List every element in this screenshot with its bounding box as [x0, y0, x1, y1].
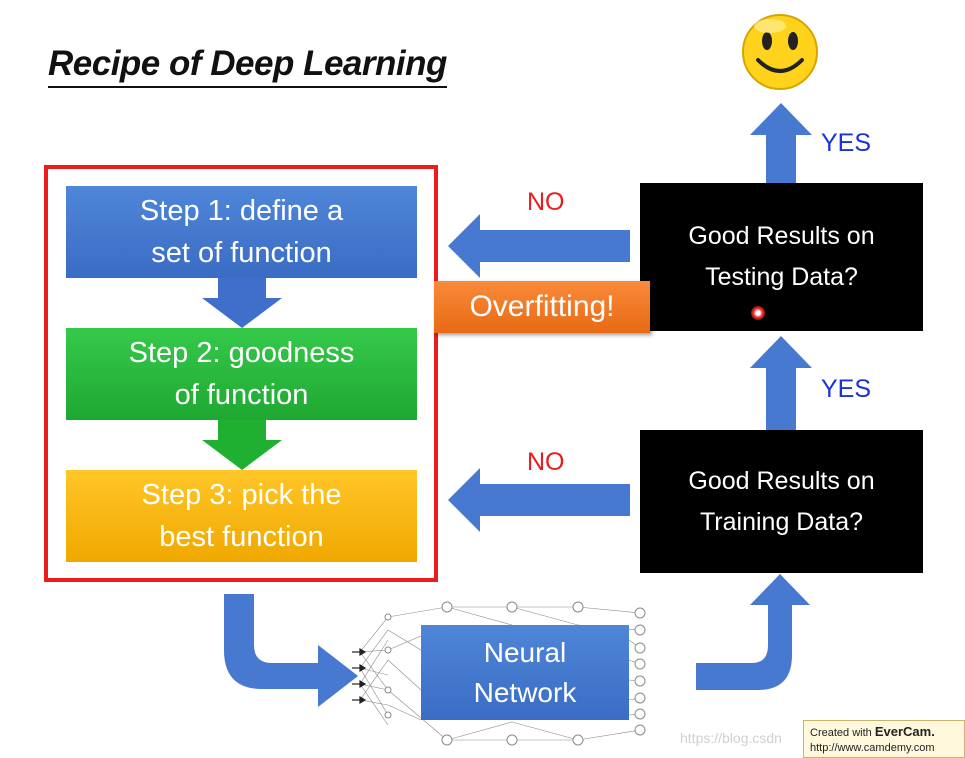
no-label-bottom: NO [527, 448, 565, 476]
testing-check-line2: Testing Data? [705, 263, 858, 291]
step2-box: Step 2: goodness of function [66, 328, 417, 420]
laser-pointer-dot [751, 306, 765, 320]
training-check-line1: Good Results on [688, 466, 875, 495]
smiley-face-icon [742, 14, 818, 90]
training-data-check: Good Results on Training Data? [640, 430, 923, 573]
no-label-top: NO [527, 188, 565, 216]
training-check-line2: Training Data? [699, 507, 864, 536]
step1-line1: Step 1: define a [139, 195, 344, 227]
overfitting-label: Overfitting! [434, 281, 650, 333]
testing-data-check: Good Results on Testing Data? [640, 183, 923, 331]
testing-check-line1: Good Results on [688, 222, 875, 250]
neural-network-input-arrows [352, 647, 367, 705]
step1-line2: set of function [151, 237, 332, 269]
evercam-brand: EverCam. [874, 724, 935, 739]
neural-network-box: Neural Network [421, 625, 629, 720]
neural-network-line1: Neural [483, 636, 567, 668]
curved-arrow-left [224, 594, 358, 707]
neural-network-graph [359, 606, 641, 741]
step3-line2: best function [159, 521, 324, 553]
step3-line1: Step 3: pick the [141, 479, 342, 511]
neural-network-line2: Network [473, 676, 577, 708]
yes-label-bottom: YES [821, 375, 872, 403]
down-arrow-1 [202, 278, 282, 328]
yes-arrow-top [750, 103, 812, 183]
yes-label-top: YES [821, 129, 872, 157]
step2-line2: of function [174, 379, 309, 411]
yes-arrow-bottom [750, 336, 812, 430]
no-arrow-top [448, 214, 630, 278]
steps-frame [44, 165, 438, 582]
curved-arrow-right [696, 574, 810, 690]
page-title: Recipe of Deep Learning [48, 44, 447, 88]
step1-box: Step 1: define a set of function [66, 186, 417, 278]
step3-box: Step 3: pick the best function [66, 470, 417, 562]
no-arrow-bottom [448, 468, 630, 532]
blog-watermark: https://blog.csdn [680, 730, 782, 746]
evercam-site: http://www.camdemy.com [810, 742, 935, 754]
down-arrow-2 [202, 420, 282, 470]
step2-line1: Step 2: goodness [128, 337, 355, 369]
neural-network-nodes [384, 601, 646, 746]
evercam-created: Created with [810, 727, 872, 739]
evercam-badge: Created with EverCam. http://www.camdemy… [803, 720, 965, 758]
